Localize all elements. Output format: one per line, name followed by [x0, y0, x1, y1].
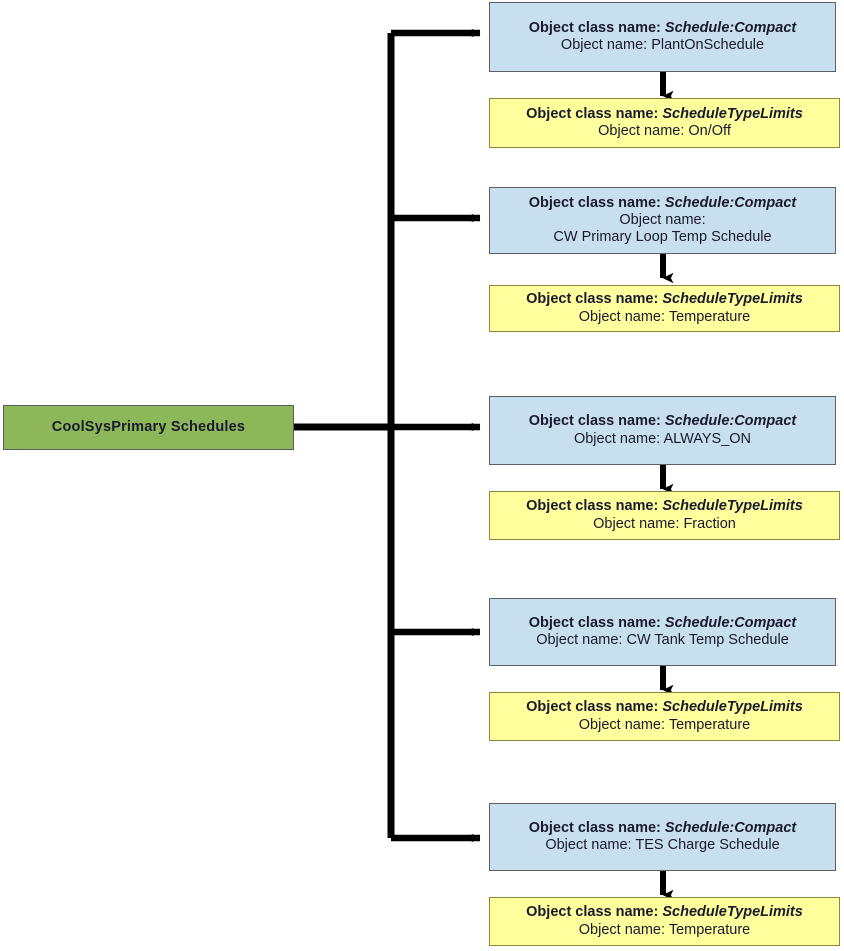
name-prefix-label: Object name: [578, 921, 666, 938]
object-name-line: Object name: CW Tank Temp Schedule [536, 632, 789, 649]
class-name-value: ScheduleTypeLimits [662, 699, 803, 716]
class-prefix-label: Object class name: [528, 19, 661, 36]
object-name-value: CW Tank Temp Schedule [626, 632, 789, 648]
object-name-line: Object name: Fraction [593, 516, 736, 533]
name-prefix-label: Object name: [536, 632, 623, 648]
class-prefix-label: Object class name: [528, 194, 661, 211]
object-name-line: Object name: Temperature [579, 717, 750, 734]
class-name-value: ScheduleTypeLimits [662, 904, 803, 921]
name-prefix-label: Object name: [578, 308, 666, 325]
schedule-compact-node-5[interactable]: Object class name: Schedule:Compact Obje… [489, 803, 836, 871]
schedule-type-limits-node-1[interactable]: Object class name: ScheduleTypeLimits Ob… [489, 98, 840, 148]
name-prefix-label: Object name: [545, 837, 632, 853]
name-prefix-label: Object name: [598, 123, 685, 139]
object-name-line: Object name: Temperature [579, 922, 750, 939]
object-class-line: Object class name: ScheduleTypeLimits [526, 699, 803, 716]
class-name-value: Schedule:Compact [664, 614, 797, 631]
name-prefix-label: Object name: [573, 430, 661, 447]
object-name-value: ALWAYS_ON [663, 430, 752, 447]
schedule-type-limits-node-4[interactable]: Object class name: ScheduleTypeLimits Ob… [489, 692, 840, 741]
schedule-type-limits-node-2[interactable]: Object class name: ScheduleTypeLimits Ob… [489, 285, 840, 332]
class-prefix-label: Object class name: [528, 819, 661, 836]
object-name-line: Object name: TES Charge Schedule [545, 837, 779, 854]
name-prefix-label: Object name: [578, 716, 666, 733]
object-name-value: CW Primary Loop Temp Schedule [553, 229, 772, 246]
name-prefix-label: Object name: [560, 37, 648, 53]
schedule-compact-node-3[interactable]: Object class name: Schedule:Compact Obje… [489, 396, 836, 465]
object-class-line: Object class name: Schedule:Compact [529, 20, 797, 37]
class-prefix-label: Object class name: [526, 105, 659, 122]
class-name-value: ScheduleTypeLimits [662, 291, 803, 308]
class-prefix-label: Object class name: [528, 413, 661, 430]
root-node-label: CoolSysPrimary Schedules [51, 418, 246, 435]
object-name-value: TES Charge Schedule [635, 837, 780, 853]
class-name-value: Schedule:Compact [664, 194, 797, 211]
object-name-value: Temperature [668, 921, 751, 938]
class-prefix-label: Object class name: [526, 291, 659, 308]
schedule-compact-node-2[interactable]: Object class name: Schedule:Compact Obje… [489, 187, 836, 254]
object-class-line: Object class name: Schedule:Compact [529, 820, 797, 837]
name-prefix-label: Object name: [593, 515, 680, 532]
class-name-value: ScheduleTypeLimits [662, 498, 803, 515]
schedule-type-limits-node-5[interactable]: Object class name: ScheduleTypeLimits Ob… [489, 897, 840, 946]
object-name-line: Object name: Temperature [579, 309, 750, 326]
class-name-value: Schedule:Compact [664, 413, 797, 430]
schedule-type-limits-node-3[interactable]: Object class name: ScheduleTypeLimits Ob… [489, 491, 840, 540]
class-prefix-label: Object class name: [528, 614, 661, 631]
class-prefix-label: Object class name: [526, 498, 659, 515]
object-name-line: Object name: ALWAYS_ON [574, 431, 751, 448]
object-class-line: Object class name: Schedule:Compact [529, 615, 797, 632]
class-prefix-label: Object class name: [526, 904, 659, 921]
object-class-line: Object class name: ScheduleTypeLimits [526, 498, 803, 515]
class-name-value: ScheduleTypeLimits [662, 105, 803, 122]
object-name-prefix-line: Object name: [619, 211, 706, 228]
object-class-line: Object class name: Schedule:Compact [529, 413, 797, 430]
schedule-compact-node-1[interactable]: Object class name: Schedule:Compact Obje… [489, 2, 836, 72]
class-prefix-label: Object class name: [526, 699, 659, 716]
object-name-value: Fraction [683, 515, 736, 532]
schedule-compact-node-4[interactable]: Object class name: Schedule:Compact Obje… [489, 598, 836, 666]
object-class-line: Object class name: Schedule:Compact [529, 195, 797, 212]
object-name-value: On/Off [688, 123, 731, 139]
object-name-value: Temperature [668, 308, 751, 325]
object-name-value: PlantOnSchedule [651, 37, 765, 53]
class-name-value: Schedule:Compact [664, 19, 797, 36]
object-name-line: Object name: On/Off [598, 123, 731, 140]
object-name-value: Temperature [668, 716, 751, 733]
object-class-line: Object class name: ScheduleTypeLimits [526, 291, 803, 308]
object-name-line: Object name: PlantOnSchedule [561, 37, 764, 54]
root-node-coolsysprimary-schedules[interactable]: CoolSysPrimary Schedules [3, 405, 294, 450]
object-class-line: Object class name: ScheduleTypeLimits [526, 904, 803, 921]
class-name-value: Schedule:Compact [664, 819, 797, 836]
object-class-line: Object class name: ScheduleTypeLimits [526, 106, 803, 123]
